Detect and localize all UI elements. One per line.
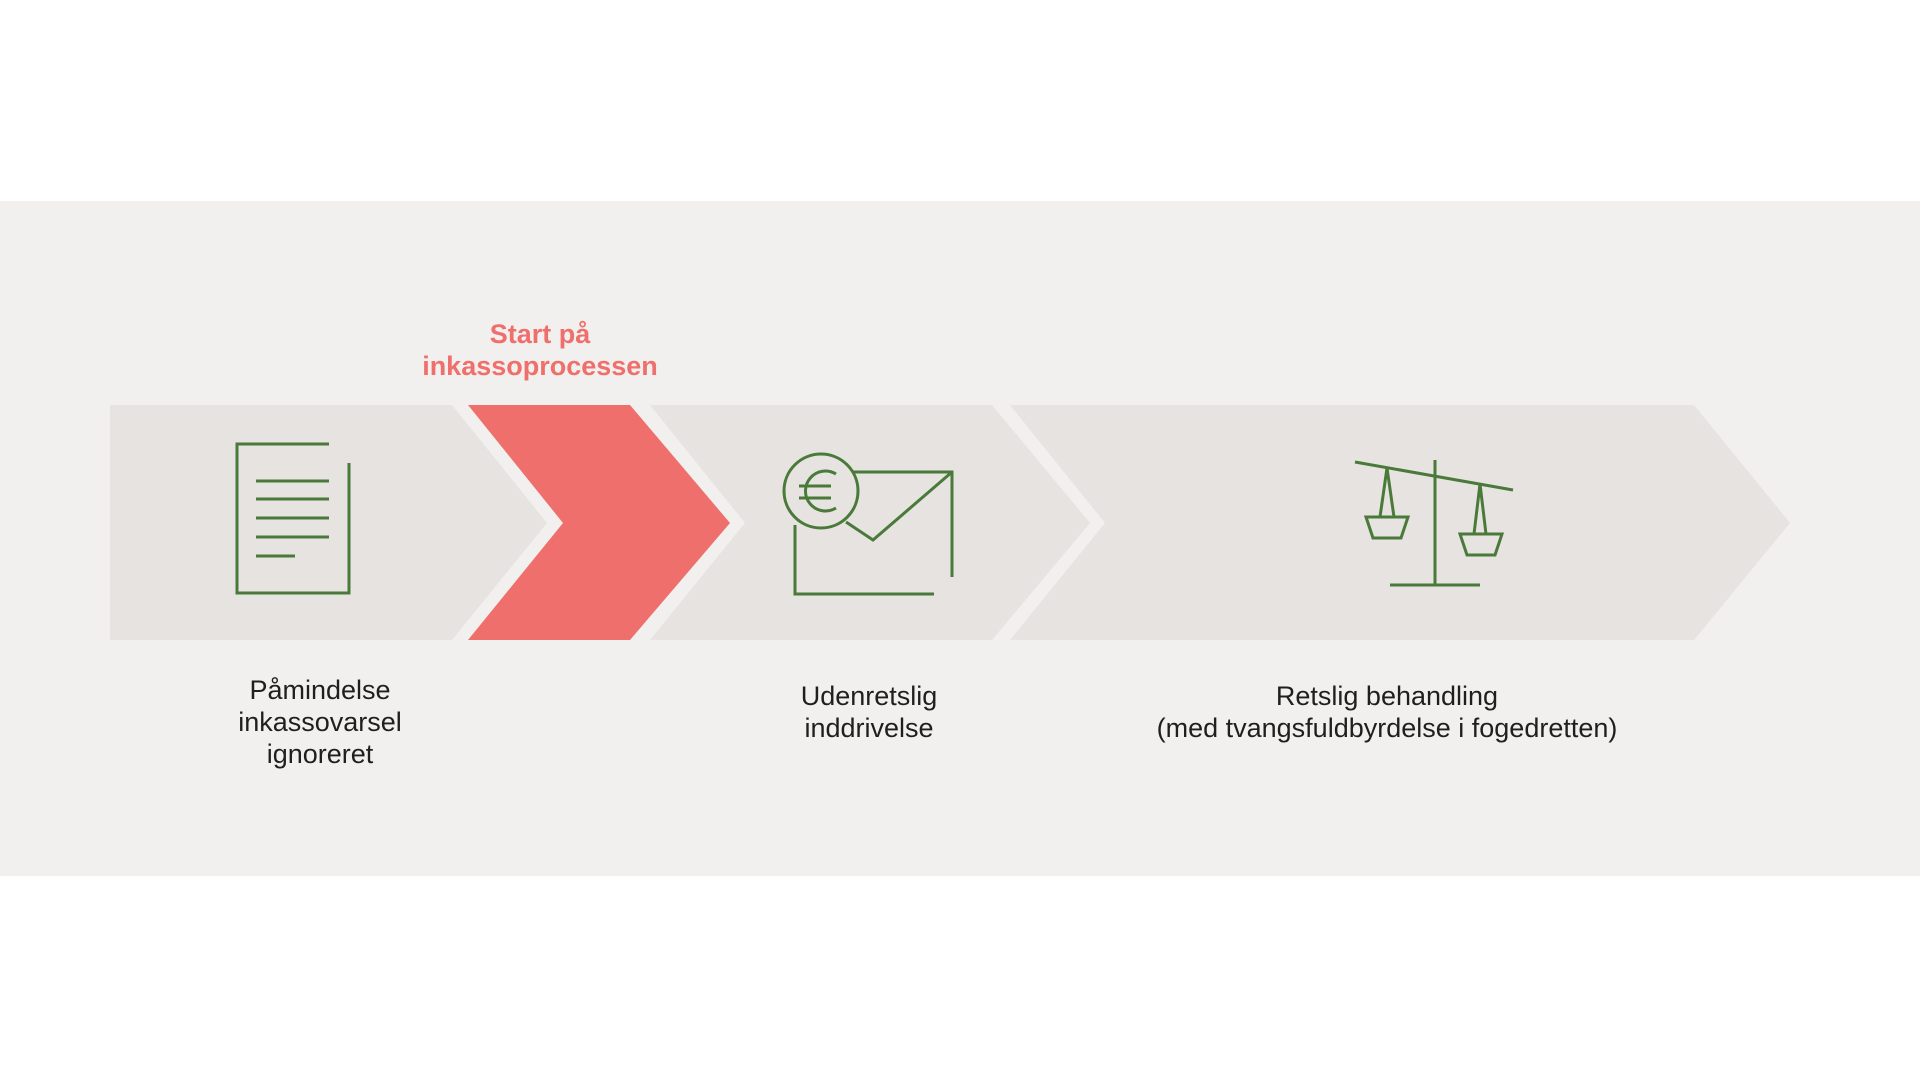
step-arrow-2 bbox=[650, 405, 1090, 640]
step-label-1: Påmindelse inkassovarsel ignoreret bbox=[170, 674, 470, 770]
highlight-label-line-1: Start på bbox=[489, 319, 591, 349]
step-3-line-1: Retslig behandling bbox=[1275, 681, 1499, 711]
scales-icon bbox=[1354, 460, 1514, 587]
step-1-line-3: ignoreret bbox=[266, 739, 374, 769]
step-3-line-2: (med tvangsfuldbyrdelse i fogedretten) bbox=[1156, 713, 1618, 743]
highlight-label: Start på inkassoprocessen bbox=[390, 318, 690, 382]
step-1-line-1: Påmindelse bbox=[249, 675, 391, 705]
envelope-euro-icon bbox=[782, 452, 954, 596]
step-2-line-2: inddrivelse bbox=[804, 713, 934, 743]
step-label-3: Retslig behandling (med tvangsfuldbyrdel… bbox=[1087, 680, 1687, 744]
step-label-2: Udenretslig inddrivelse bbox=[719, 680, 1019, 744]
document-icon bbox=[235, 442, 351, 595]
highlight-chevron bbox=[468, 405, 730, 640]
step-arrow-1 bbox=[110, 405, 547, 640]
step-1-line-2: inkassovarsel bbox=[238, 707, 402, 737]
step-2-line-1: Udenretslig bbox=[800, 681, 938, 711]
step-arrow-3 bbox=[1010, 405, 1790, 640]
highlight-label-line-2: inkassoprocessen bbox=[422, 351, 658, 381]
